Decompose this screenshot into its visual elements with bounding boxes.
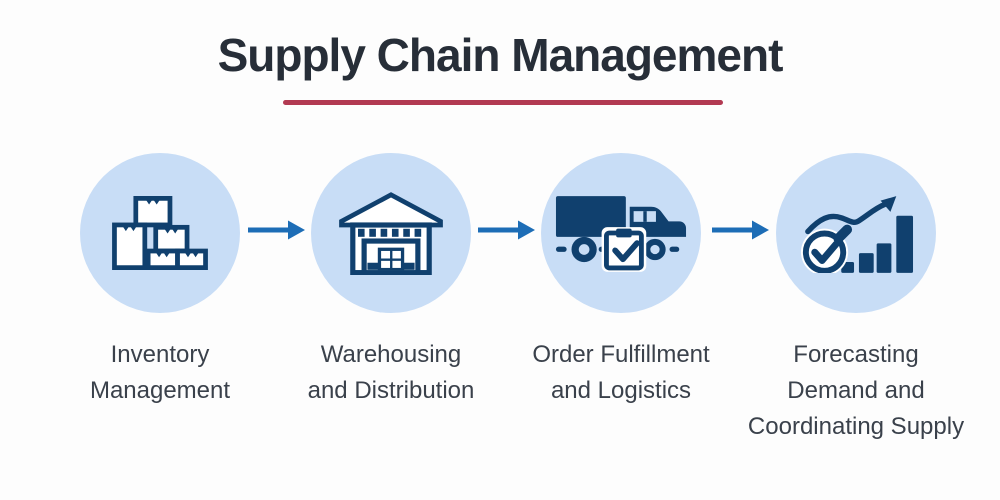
warehouse-icon	[339, 191, 443, 275]
title-underline	[283, 100, 723, 105]
flow-arrow-icon	[246, 217, 306, 243]
step-label-inventory: Inventory Management	[89, 341, 231, 404]
step-circle-inventory	[80, 153, 240, 313]
step-circle-truck	[541, 153, 701, 313]
flow-arrow-icon	[710, 217, 770, 243]
inventory-boxes-icon	[112, 196, 208, 270]
step-label-order-fulfillment: Order Fulfillment and Logistics	[532, 341, 710, 404]
page-title: Supply Chain Management	[217, 29, 784, 81]
flow-arrow-icon	[476, 217, 536, 243]
step-circle-warehouse	[311, 153, 471, 313]
forecast-chart-icon	[798, 194, 914, 273]
step-label-warehousing: Warehousing and Distribution	[307, 341, 475, 404]
step-label-forecasting: Forecasting Demand and Coordinating Supp…	[747, 341, 965, 440]
step-circle-forecast	[776, 153, 936, 313]
delivery-truck-icon	[555, 194, 687, 272]
